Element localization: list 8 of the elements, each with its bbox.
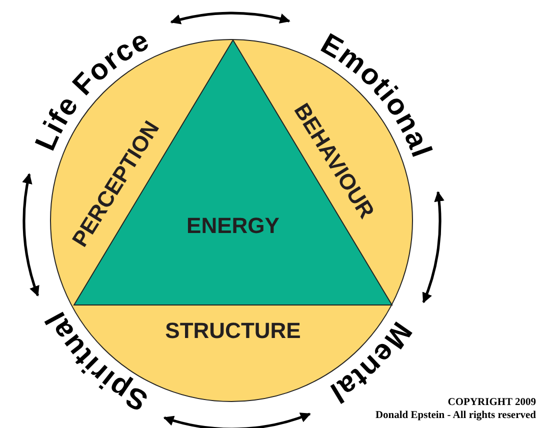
double-arrow: [163, 412, 311, 428]
double-arrow: [422, 191, 444, 304]
copyright-note: COPYRIGHT 2009: [448, 397, 536, 408]
structure-label: STRUCTURE: [165, 318, 301, 344]
energy-label: ENERGY: [186, 213, 280, 239]
double-arrow: [170, 12, 290, 25]
double-arrow: [22, 173, 40, 296]
copyright-note: Donald Epstein - All rights reserved: [375, 410, 536, 421]
